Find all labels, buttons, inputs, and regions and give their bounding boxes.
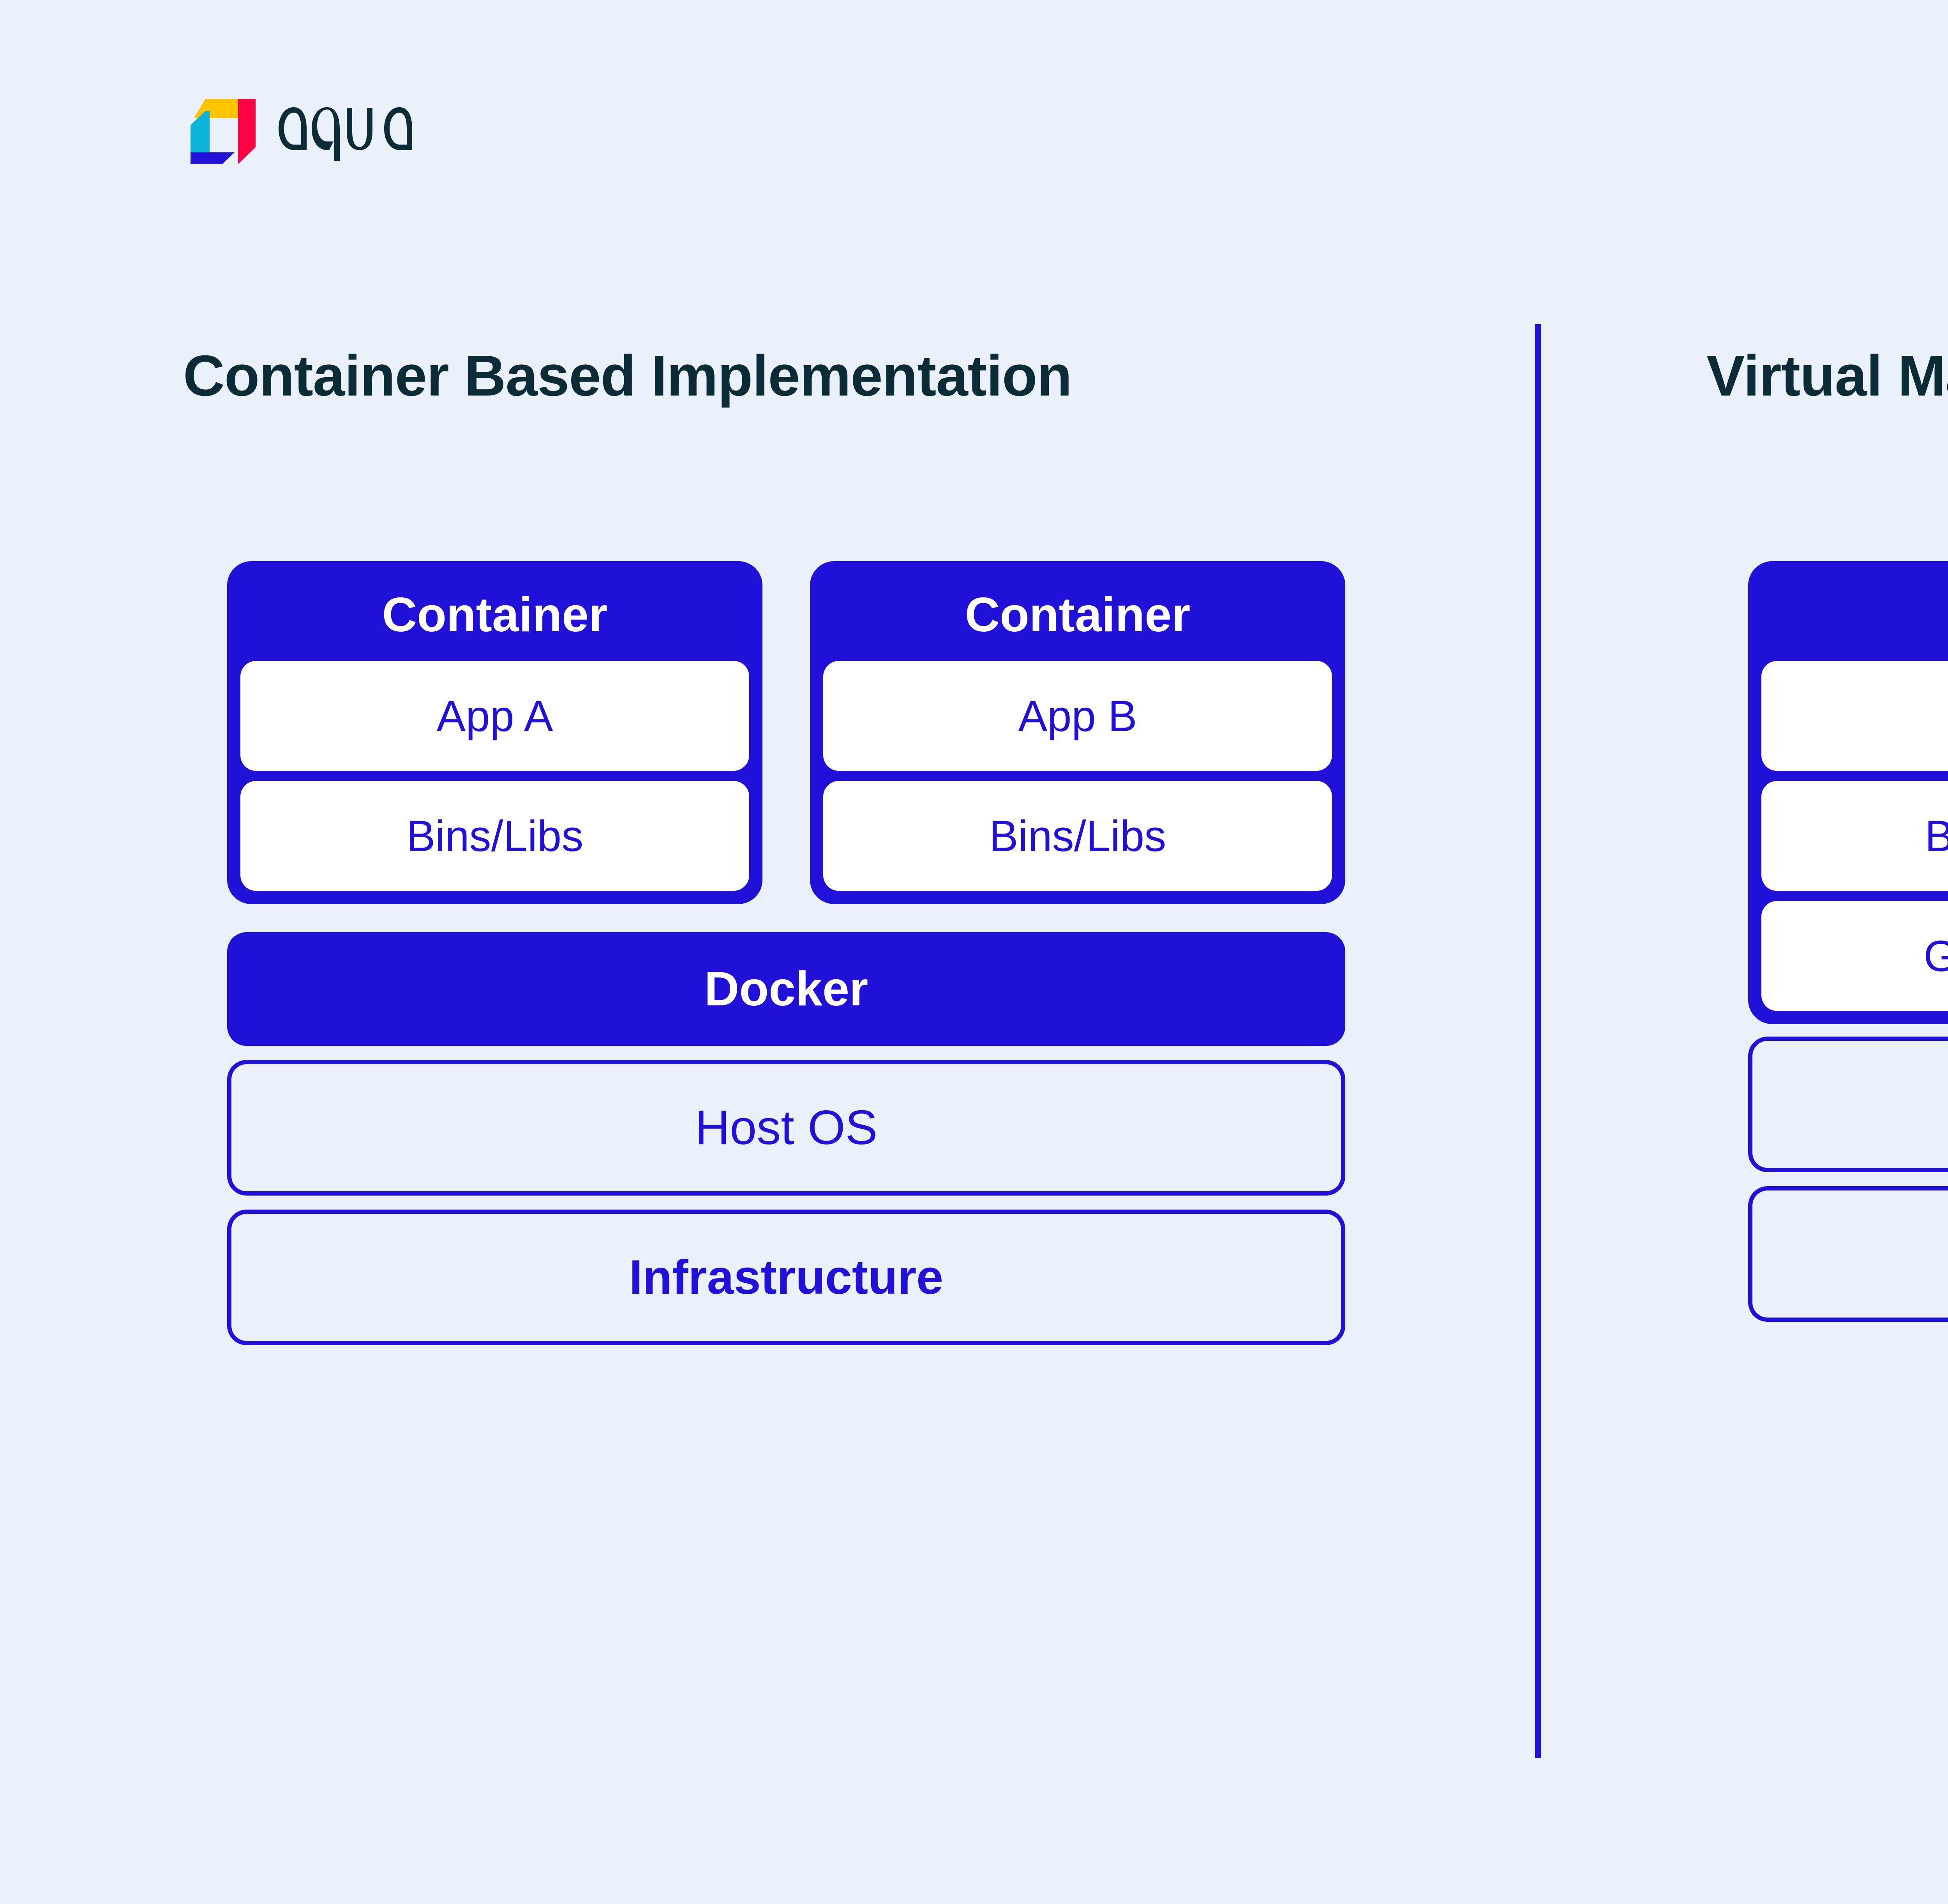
- aqua-wordmark: [275, 102, 438, 161]
- container-layer-bins-libs[interactable]: Bins/Libs: [240, 781, 749, 891]
- container-stack-row: Container App A Bins/Libs Container App …: [227, 561, 1345, 904]
- layer-infrastructure[interactable]: Infrastructure: [227, 1210, 1345, 1345]
- container-box-title: Container: [965, 588, 1191, 642]
- vm-box-a[interactable]: VM App A Bins/Libs Gues OS: [1748, 561, 1948, 1024]
- container-box-b[interactable]: Container App B Bins/Libs: [810, 561, 1345, 904]
- virtual-machine-column: VM App A Bins/Libs Gues OS VM App B Bins…: [1748, 561, 1948, 1322]
- layer-infrastructure[interactable]: Infrastructure: [1748, 1186, 1948, 1322]
- aqua-logo: [187, 95, 438, 168]
- container-layer-bins-libs[interactable]: Bins/Libs: [823, 781, 1332, 891]
- container-layer-app[interactable]: App A: [240, 661, 749, 771]
- container-box-a[interactable]: Container App A Bins/Libs: [227, 561, 762, 904]
- aqua-cube-logo-icon: [187, 95, 259, 168]
- layer-host-os[interactable]: Host OS: [227, 1060, 1345, 1196]
- vm-layer-guest-os[interactable]: Gues OS: [1761, 901, 1948, 1011]
- layer-docker[interactable]: Docker: [227, 932, 1345, 1046]
- vm-layer-bins-libs[interactable]: Bins/Libs: [1761, 781, 1948, 891]
- vm-stack-row: VM App A Bins/Libs Gues OS VM App B Bins…: [1748, 561, 1948, 1024]
- vm-layer-app[interactable]: App A: [1761, 661, 1948, 771]
- vm-box-title: VM: [1761, 574, 1948, 661]
- page-title-container-based: Container Based Implementation: [183, 344, 1072, 408]
- container-layer-app[interactable]: App B: [823, 661, 1332, 771]
- vertical-divider: [1535, 324, 1541, 1758]
- layer-hypervisor[interactable]: Hypervisor: [1748, 1037, 1948, 1172]
- container-box-title: Container: [382, 588, 608, 642]
- page-title-virtual-machine: Virtual Machine Implementation: [1706, 344, 1948, 408]
- container-based-column: Container App A Bins/Libs Container App …: [227, 561, 1345, 1345]
